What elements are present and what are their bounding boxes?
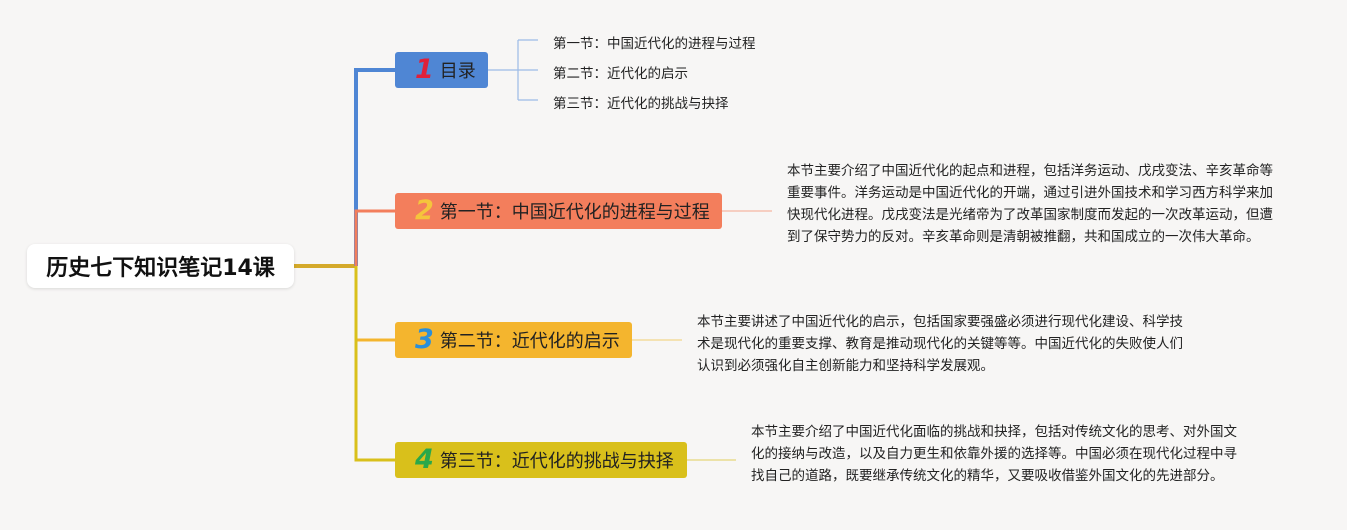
toc-item-section-1[interactable]: 第一节：中国近代化的进程与过程 bbox=[553, 36, 756, 52]
note-section-3[interactable]: 本节主要介绍了中国近代化面临的挑战和抉择，包括对传统文化的思考、对外国文化的接纳… bbox=[751, 424, 1237, 484]
branch-line-toc bbox=[354, 68, 395, 266]
branch-line-section2 bbox=[354, 266, 395, 342]
number-1-icon: 1 bbox=[415, 54, 434, 85]
toc-item-section-2[interactable]: 第二节：近代化的启示 bbox=[553, 66, 688, 82]
topic-label: 第三节：近代化的挑战与抉择 bbox=[439, 451, 674, 472]
root-topic[interactable]: 历史七下知识笔记14课 bbox=[27, 244, 294, 288]
number-4-icon: 4 bbox=[415, 444, 434, 475]
topic-section-1[interactable]: 2 第一节：中国近代化的进程与过程 bbox=[395, 193, 722, 229]
branch-line-section1 bbox=[354, 209, 395, 266]
topic-label: 第一节：中国近代化的进程与过程 bbox=[439, 202, 710, 223]
branch-line-section3 bbox=[354, 266, 395, 462]
topic-label: 第二节：近代化的启示 bbox=[439, 331, 620, 352]
toc-sub-connector bbox=[488, 39, 538, 101]
note-section-2[interactable]: 本节主要讲述了中国近代化的启示，包括国家要强盛必须进行现代化建设、科学技术是现代… bbox=[697, 314, 1183, 374]
number-2-icon: 2 bbox=[415, 195, 434, 226]
note-section-1[interactable]: 本节主要介绍了中国近代化的起点和进程，包括洋务运动、戊戌变法、辛亥革命等重要事件… bbox=[787, 163, 1273, 245]
topic-label: 目录 bbox=[439, 61, 476, 82]
topic-toc[interactable]: 1 目录 bbox=[395, 52, 488, 88]
topic-section-3[interactable]: 4 第三节：近代化的挑战与抉择 bbox=[395, 442, 687, 478]
toc-item-section-3[interactable]: 第三节：近代化的挑战与抉择 bbox=[553, 96, 729, 112]
topic-section-2[interactable]: 3 第二节：近代化的启示 bbox=[395, 322, 632, 358]
number-3-icon: 3 bbox=[415, 324, 434, 355]
